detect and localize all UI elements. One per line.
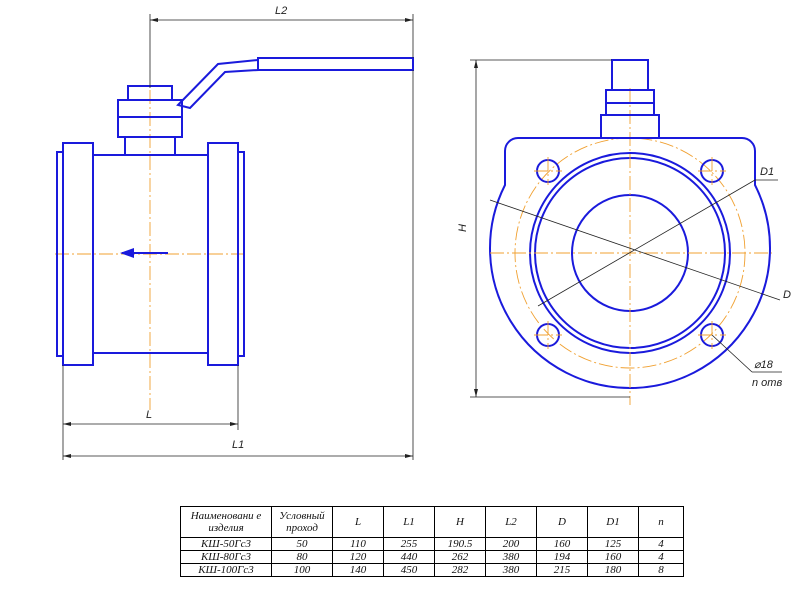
dim-label-hole: ⌀18 xyxy=(754,359,774,371)
table-row: КШ-50Гс3 50 110 255 190.5 200 160 125 4 xyxy=(180,537,684,551)
header-l2: L2 xyxy=(485,506,537,538)
cell: 194 xyxy=(536,550,588,564)
cell: 120 xyxy=(332,550,384,564)
table-row: КШ-100Гс3 100 140 450 282 380 215 180 8 xyxy=(180,563,684,577)
dim-label-l2: L2 xyxy=(275,5,287,17)
side-view xyxy=(55,57,414,410)
cell: 215 xyxy=(536,563,588,577)
front-view xyxy=(489,59,772,405)
cell: 200 xyxy=(485,537,537,551)
table-header-row: Наименовани е изделия Условный проход L … xyxy=(180,506,684,538)
handle-arm xyxy=(176,58,259,110)
table-row: КШ-80Гс3 80 120 440 262 380 194 160 4 xyxy=(180,550,684,564)
header-l: L xyxy=(332,506,384,538)
cell: 4 xyxy=(638,550,684,564)
dim-label-d: D xyxy=(783,289,791,301)
cell: КШ-50Гс3 xyxy=(180,537,272,551)
spec-table: Наименовани е изделия Условный проход L … xyxy=(180,506,684,577)
side-dimensions: L2 L L1 xyxy=(62,5,414,460)
cell: 80 xyxy=(271,550,333,564)
front-dimensions: H D1 D ⌀18 n отв xyxy=(457,59,791,398)
header-h: H xyxy=(434,506,486,538)
header-n: n xyxy=(638,506,684,538)
handle-grip xyxy=(257,57,414,71)
cell: КШ-80Гс3 xyxy=(180,550,272,564)
cell: 255 xyxy=(383,537,435,551)
dim-line-d xyxy=(489,199,781,301)
cell: 262 xyxy=(434,550,486,564)
right-flange-face xyxy=(237,151,245,357)
front-stem-top xyxy=(611,59,649,91)
hole-leader xyxy=(711,334,753,373)
cell: 380 xyxy=(485,550,537,564)
cell: 8 xyxy=(638,563,684,577)
dim-label-l: L xyxy=(146,409,152,421)
flow-arrow-head xyxy=(120,248,134,258)
dim-label-d1: D1 xyxy=(760,166,774,178)
cell: КШ-100Гс3 xyxy=(180,563,272,577)
dim-label-h: H xyxy=(457,224,469,232)
cell: 140 xyxy=(332,563,384,577)
cell: 4 xyxy=(638,537,684,551)
cell: 440 xyxy=(383,550,435,564)
cell: 125 xyxy=(587,537,639,551)
cell: 282 xyxy=(434,563,486,577)
front-flange-outline xyxy=(489,137,771,390)
cell: 100 xyxy=(271,563,333,577)
dim-label-n-holes: n отв xyxy=(752,377,782,389)
cell: 380 xyxy=(485,563,537,577)
cell: 190.5 xyxy=(434,537,486,551)
cell: 50 xyxy=(271,537,333,551)
header-name: Наименовани е изделия xyxy=(180,506,272,538)
cell: 110 xyxy=(332,537,384,551)
cell: 160 xyxy=(587,550,639,564)
cell: 450 xyxy=(383,563,435,577)
header-d: D xyxy=(536,506,588,538)
header-d1: D1 xyxy=(587,506,639,538)
cell: 180 xyxy=(587,563,639,577)
header-nominal-bore: Условный проход xyxy=(271,506,333,538)
dim-line-d1 xyxy=(537,179,756,307)
dim-label-l1: L1 xyxy=(232,439,244,451)
header-l1: L1 xyxy=(383,506,435,538)
cell: 160 xyxy=(536,537,588,551)
left-flange-face xyxy=(56,151,64,357)
